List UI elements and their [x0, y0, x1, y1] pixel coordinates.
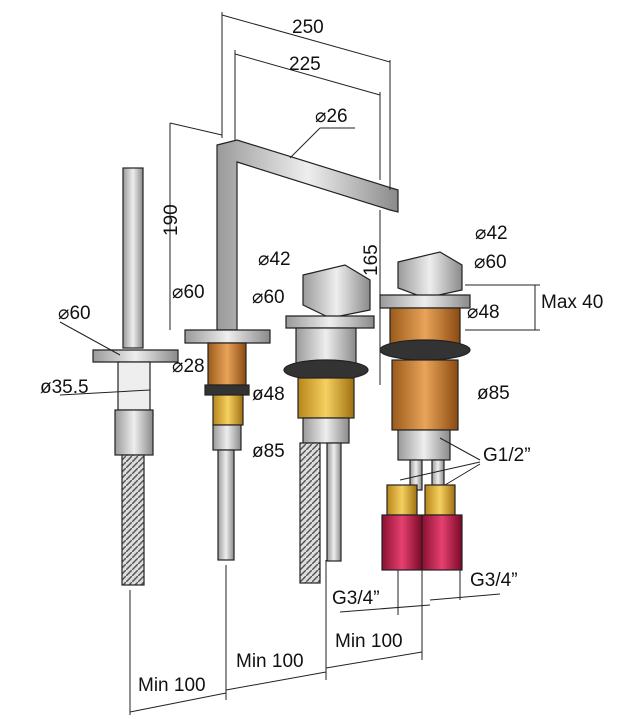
dim-mixer-flange: ø85 — [252, 441, 285, 462]
dim-165: 165 — [361, 244, 382, 276]
dim-spout-base: ⌀60 — [172, 282, 205, 303]
dim-shower-hose: ø35.5 — [40, 377, 89, 398]
dim-g12: G1/2” — [483, 445, 531, 466]
dim-225: 225 — [289, 54, 321, 75]
hand-shower — [92, 167, 179, 586]
dim-max-40: Max 40 — [541, 292, 604, 313]
dim-shower-base: ⌀60 — [58, 303, 91, 324]
spout — [184, 139, 399, 561]
dim-min100-2: Min 100 — [236, 651, 304, 672]
dimension-lines — [59, 12, 540, 715]
dim-g34-left: G3/4” — [332, 588, 380, 609]
dim-spout-pipe: ⌀28 — [172, 356, 205, 377]
dim-mixer-base: ⌀60 — [252, 287, 285, 308]
dim-min100-3: Min 100 — [335, 631, 403, 652]
dim-min100-1: Min 100 — [138, 675, 206, 696]
dim-diverter-flange: ø85 — [477, 383, 510, 404]
diverter — [379, 251, 471, 571]
dim-g34-right: G3/4” — [470, 570, 518, 591]
dim-250: 250 — [292, 17, 324, 38]
mixer — [283, 264, 375, 584]
dim-diverter-base: ⌀60 — [474, 252, 507, 273]
dim-190: 190 — [161, 204, 182, 236]
dim-mixer-handle: ⌀42 — [258, 249, 291, 270]
dim-mixer-body: ø48 — [252, 384, 285, 405]
dim-spout-diameter: ⌀26 — [315, 106, 348, 127]
dim-diverter-body: ⌀48 — [467, 302, 500, 323]
dim-diverter-handle: ⌀42 — [475, 223, 508, 244]
